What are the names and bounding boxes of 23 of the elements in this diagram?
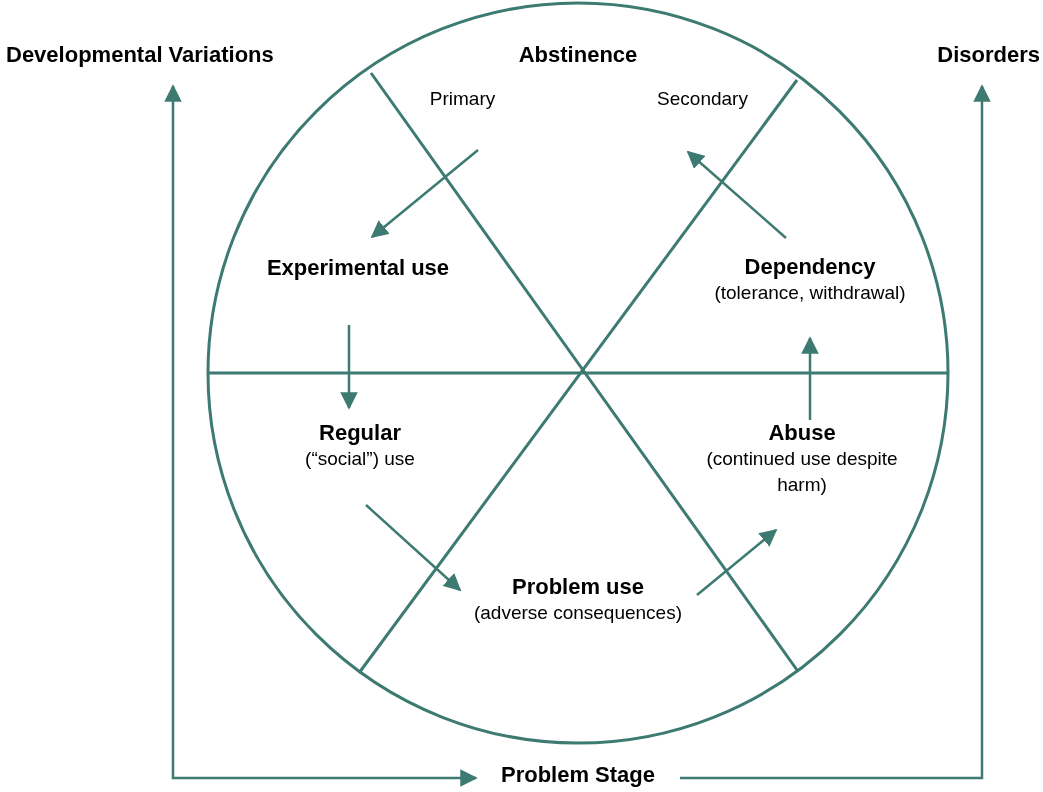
stage-heading: Abstinence [478, 42, 678, 69]
stage-description: (“social”) use [304, 447, 416, 472]
stage-description: (tolerance, withdrawal) [713, 281, 907, 306]
arrow [686, 150, 787, 239]
stage-title: Dependency [743, 254, 877, 281]
arrow [696, 528, 778, 596]
arrow [680, 84, 991, 780]
stage-label: Experimental use [263, 255, 453, 282]
stage-title: Problem use [510, 574, 645, 601]
stage-heading: Problem Stage [478, 762, 678, 789]
stage-title: Abuse [767, 420, 837, 447]
arrow [801, 336, 819, 420]
stage-heading: Disorders [900, 42, 1040, 69]
stage-subheading: Primary [405, 88, 520, 110]
arrow [340, 325, 358, 410]
arrow [164, 84, 478, 787]
stage-description: (continued use despite harm) [705, 447, 899, 498]
stage-title: Regular [318, 420, 402, 447]
arrow [365, 504, 462, 592]
stage-subheading: Secondary [630, 88, 775, 110]
arrow [370, 149, 479, 239]
stage-description: (adverse consequences) [472, 601, 684, 626]
stage-heading: Developmental Variations [6, 42, 346, 69]
